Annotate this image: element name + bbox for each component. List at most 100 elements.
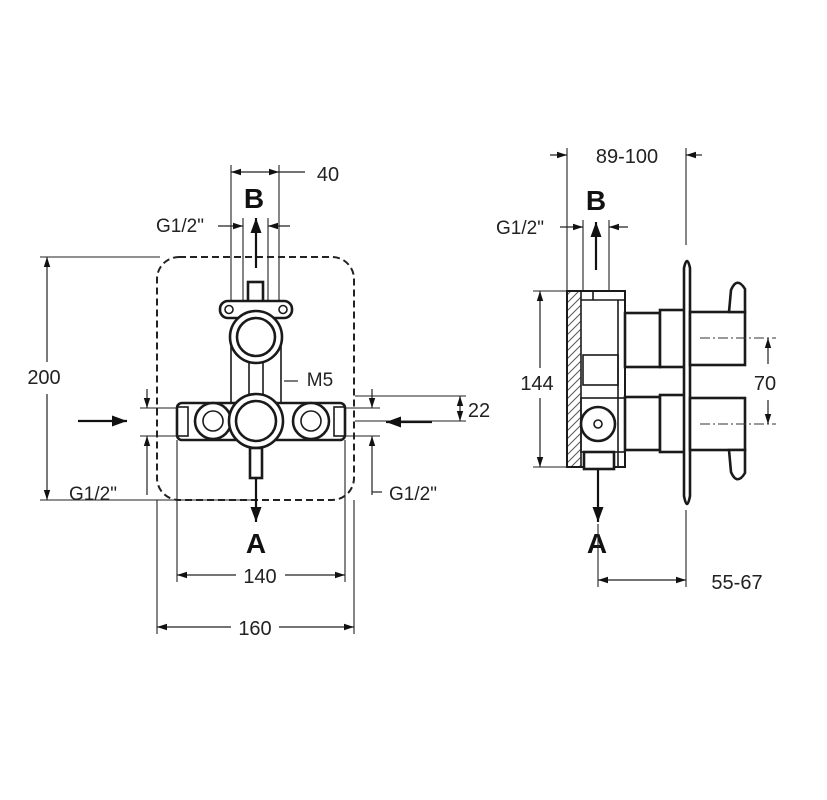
- arrowhead: [686, 151, 696, 159]
- hatch-line: [566, 448, 582, 464]
- inner-width-dimension-label: 140: [243, 566, 276, 588]
- left-inlet-inner: [202, 410, 224, 432]
- arrowhead: [368, 398, 376, 408]
- arrowhead: [676, 576, 686, 584]
- inner-width-dimension: 140: [176, 440, 346, 588]
- inlet-left-thread-label: G1/2": [69, 484, 117, 505]
- hatch-line: [566, 312, 582, 328]
- arrowhead: [43, 490, 51, 500]
- wall-box-inner-block: [582, 354, 619, 386]
- arrowhead: [592, 507, 604, 522]
- hatch-line: [566, 320, 582, 336]
- handles-side: [688, 281, 747, 481]
- hatch-line: [566, 328, 582, 344]
- arrowhead: [143, 398, 151, 408]
- hatch-line: [566, 384, 582, 400]
- bottom-fitting: [582, 450, 616, 471]
- arrowhead: [536, 291, 544, 301]
- hatch-line: [566, 440, 582, 456]
- outlet-b-side-thread-label: G1/2": [496, 218, 544, 239]
- screw-callout: M5: [284, 370, 333, 391]
- arrowhead: [157, 623, 167, 631]
- outlet-a-side-label: A: [587, 528, 607, 559]
- handle-spacing-dimension: 70: [754, 338, 776, 424]
- bracket-screw-hole-right: [278, 304, 288, 315]
- lower-handle-lever: [727, 448, 747, 481]
- top-width-dimension-label: 40: [317, 164, 339, 186]
- hatch-line: [566, 290, 580, 304]
- side-inlet-outer: [579, 405, 617, 443]
- inlet-right-thread-dimension: G1/2": [345, 389, 437, 505]
- upper-handle-lever: [727, 281, 747, 314]
- hatch-line: [566, 296, 582, 312]
- body-height-label: 144: [520, 373, 553, 395]
- hatch-line: [566, 408, 582, 424]
- right-inlet-outer: [291, 401, 331, 441]
- arrowhead: [344, 623, 354, 631]
- arrowhead: [233, 222, 243, 230]
- projection-range-label: 55-67: [711, 572, 762, 594]
- inlet-right-thread-label: G1/2": [389, 484, 437, 505]
- depth-range-dimension: 89-100: [550, 146, 702, 291]
- arrowhead: [386, 416, 401, 428]
- arrowhead: [268, 222, 278, 230]
- upper-spindle: [623, 311, 662, 369]
- front-view: 200 40 B G1/2": [27, 164, 490, 640]
- hatch-line: [566, 352, 582, 368]
- side-view: 89-100 B G1/2": [496, 146, 776, 594]
- hatch-line: [566, 360, 582, 376]
- center-port-inner: [234, 399, 278, 443]
- outlet-a-front: A: [246, 478, 266, 559]
- valve-body-front: [175, 280, 347, 480]
- lower-cylinder: [658, 393, 688, 454]
- wall-box-hatching: [566, 290, 582, 468]
- outlet-b-thread-label: G1/2": [156, 216, 204, 237]
- left-inlet-outer: [193, 401, 233, 441]
- outer-width-dimension-label: 160: [238, 618, 271, 640]
- wall-box-section: [566, 290, 626, 471]
- arrowhead: [250, 218, 262, 233]
- bracket-screw-hole-left: [224, 304, 234, 315]
- inlet-stub-right: [333, 406, 346, 437]
- right-inlet-inner: [300, 410, 322, 432]
- inlet-stub-left: [176, 406, 189, 437]
- outlet-b-front: B: [244, 183, 264, 268]
- outlet-b-side-label: B: [586, 185, 606, 216]
- arrowhead: [764, 338, 772, 348]
- outlet-b-side-thread-dimension: G1/2": [496, 218, 628, 291]
- arrowhead: [250, 507, 262, 522]
- hatch-line: [570, 456, 582, 468]
- arrowhead: [573, 223, 583, 231]
- top-width-dimension: 40: [230, 164, 339, 300]
- upper-cylinder: [658, 308, 688, 369]
- valve-cartridges-side: [623, 308, 688, 454]
- hatch-line: [566, 392, 582, 408]
- top-stem: [246, 280, 265, 304]
- cover-plate: [682, 259, 692, 506]
- hatch-line: [566, 432, 582, 448]
- arrowhead: [112, 415, 127, 427]
- hatch-line: [566, 336, 582, 352]
- offset-dimension-label: 22: [468, 400, 490, 422]
- side-inlet-inner: [593, 419, 603, 429]
- handle-spacing-label: 70: [754, 373, 776, 395]
- outlet-b-label: B: [244, 183, 264, 214]
- arrowhead: [143, 436, 151, 446]
- hatch-line: [566, 416, 582, 432]
- arrowhead: [231, 168, 241, 176]
- hatch-line: [566, 400, 582, 416]
- height-dimension: 200: [27, 256, 252, 501]
- arrowhead: [368, 436, 376, 446]
- inlet-left-thread-dimension: G1/2": [69, 389, 177, 505]
- outer-width-dimension: 160: [156, 500, 355, 640]
- projection-range-dimension: 55-67: [597, 510, 763, 594]
- offset-dimension: 22: [355, 395, 490, 422]
- depth-range-label: 89-100: [596, 146, 658, 168]
- outlet-a-label: A: [246, 528, 266, 559]
- arrowhead: [177, 571, 187, 579]
- upper-handle: [688, 310, 747, 367]
- hatch-line: [566, 424, 582, 440]
- screw-label: M5: [307, 370, 333, 391]
- arrowhead: [764, 414, 772, 424]
